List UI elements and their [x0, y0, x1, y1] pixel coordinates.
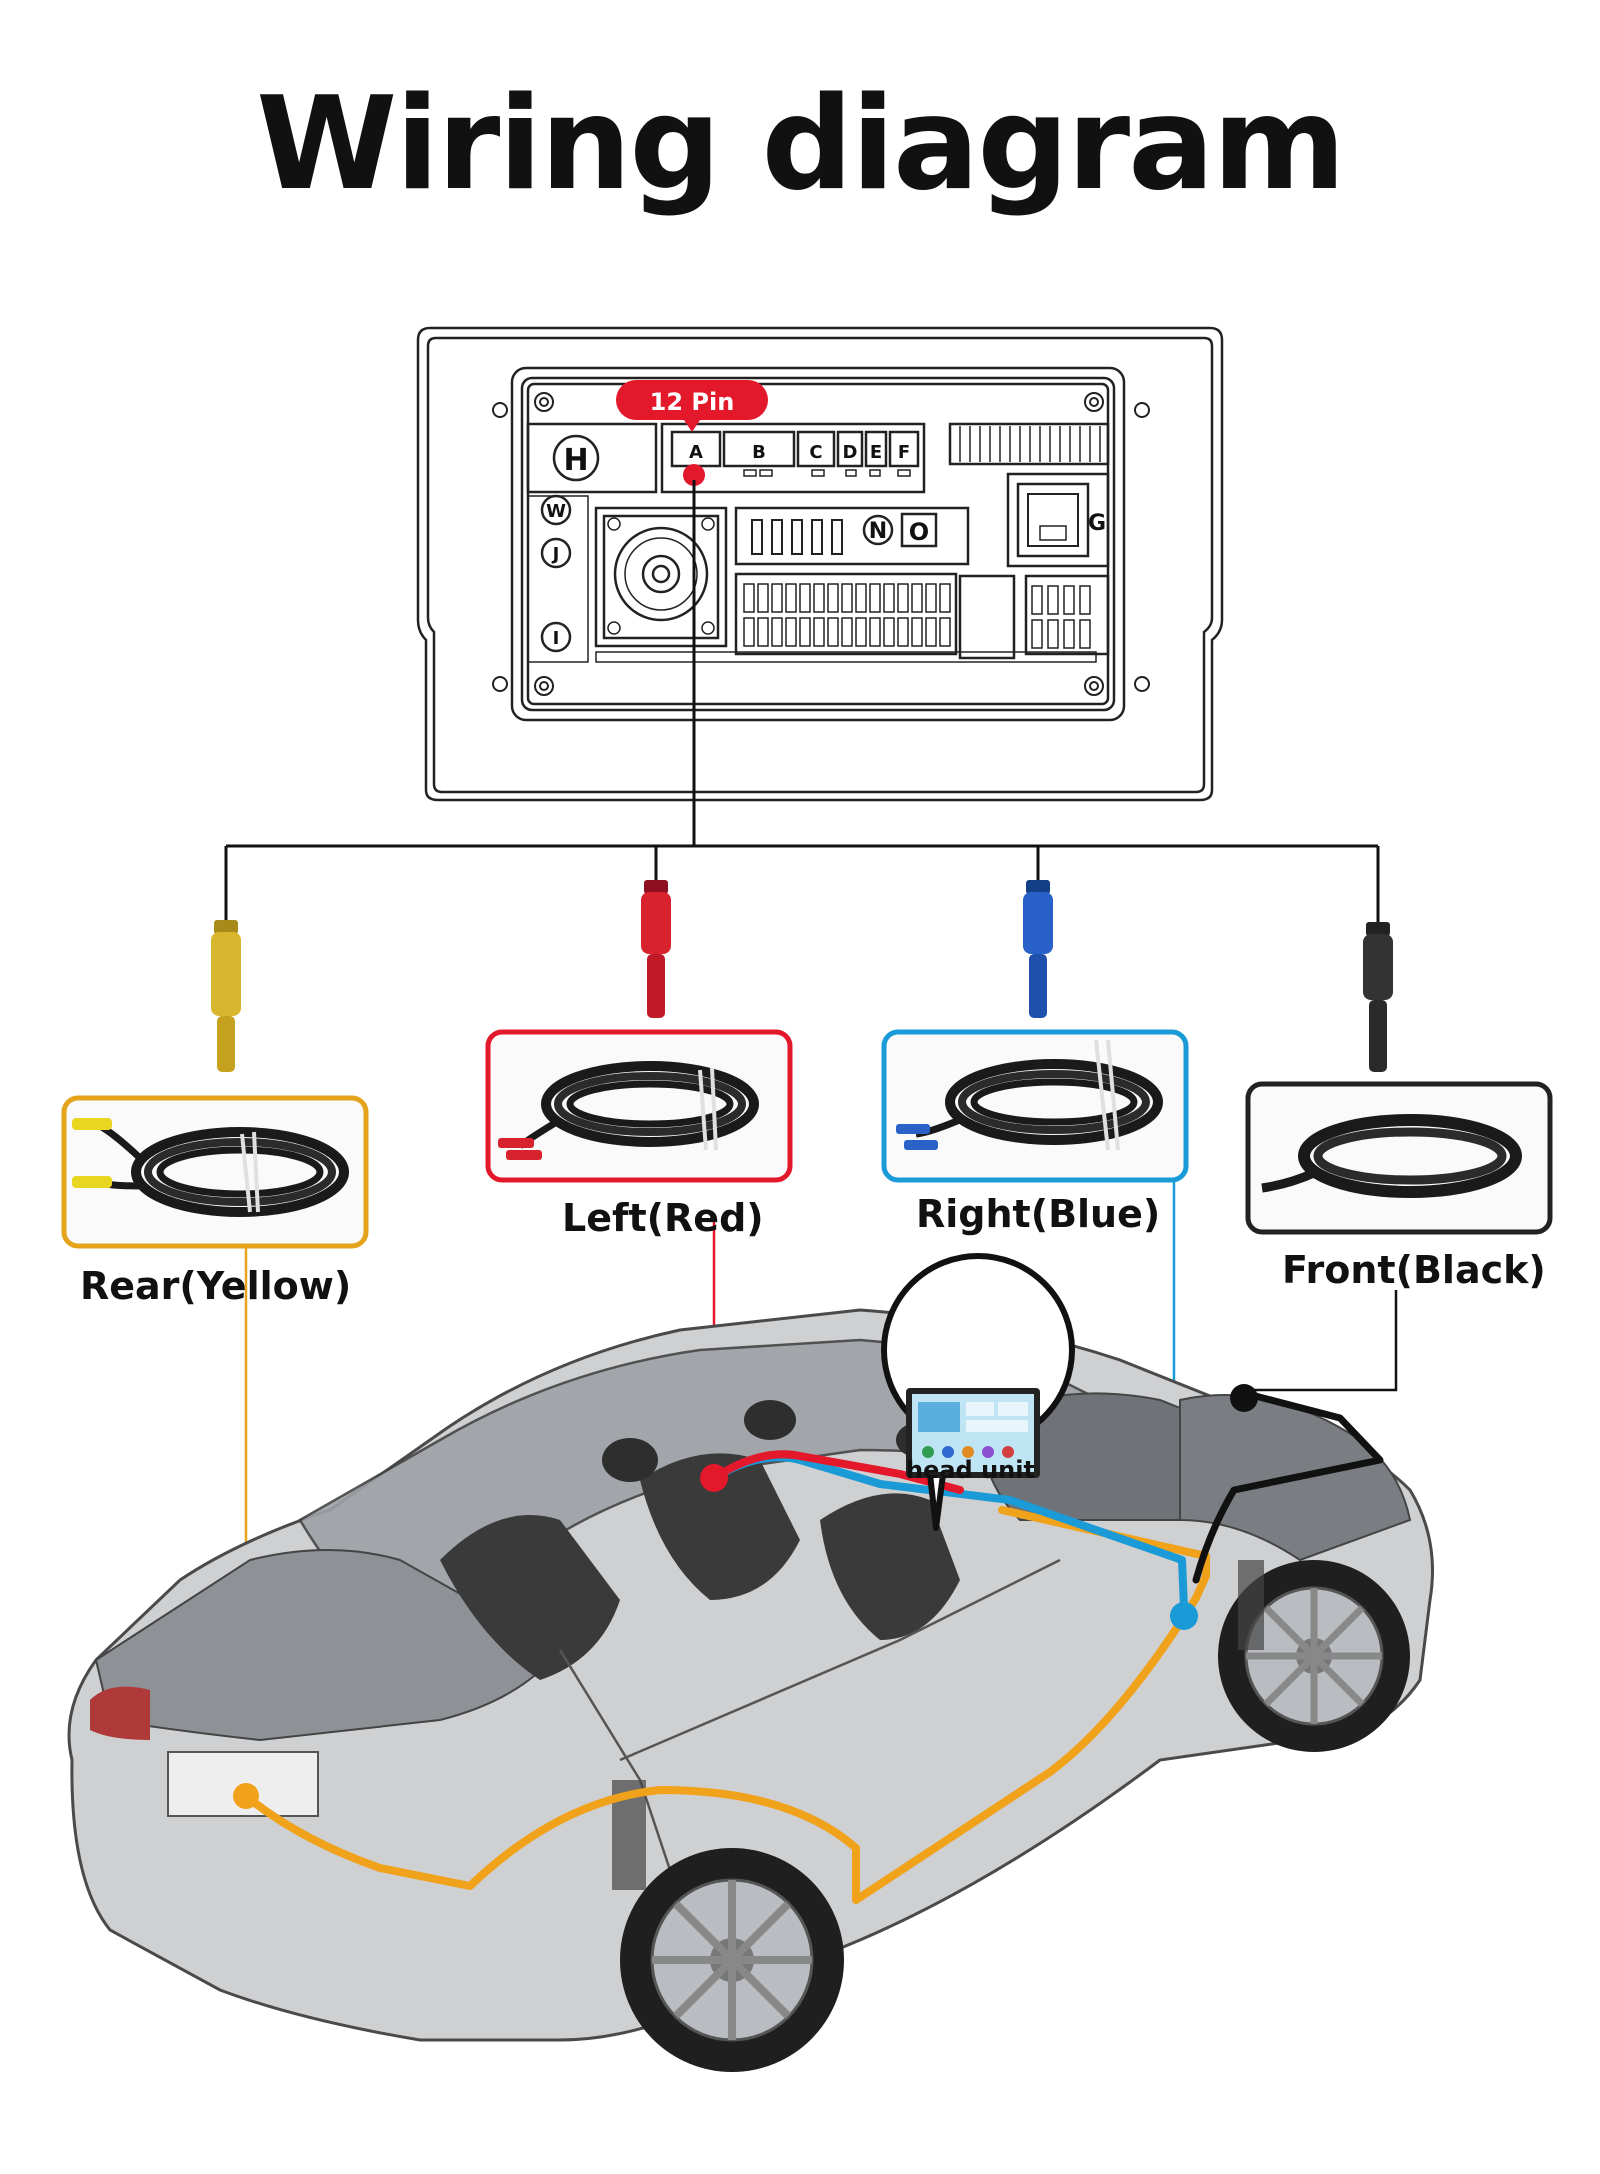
pin-badge-label: 12 Pin [650, 388, 735, 416]
panel-label-o: O [909, 518, 929, 546]
rear-camera-point [233, 1783, 259, 1809]
port-label-a: A [689, 442, 703, 463]
panel-label-n: N [869, 519, 887, 544]
panel-label-w: W [546, 501, 566, 522]
pin-badge: 12 Pin [616, 380, 768, 432]
rca-plug-left [641, 880, 671, 1018]
port-label-c: C [809, 442, 822, 463]
port-label-d: D [843, 442, 858, 463]
camera-label-front: Front(Black) [1282, 1248, 1546, 1292]
right-camera-point [1170, 1602, 1198, 1630]
panel-label-g: G [1088, 511, 1106, 536]
camera-label-rear: Rear(Yellow) [80, 1264, 352, 1308]
port-a-point [683, 464, 705, 486]
port-label-f: F [898, 442, 910, 463]
left-camera-point [700, 1464, 728, 1492]
port-label-e: E [870, 442, 882, 463]
port-label-b: B [752, 442, 766, 463]
cable-box-right [881, 1029, 1189, 1183]
cable-box-rear [61, 1095, 369, 1249]
rca-plug-rear [211, 920, 241, 1072]
routed-wires [242, 1388, 1384, 1904]
rca-plug-right [1023, 880, 1053, 1018]
camera-label-right: Right(Blue) [916, 1192, 1161, 1236]
head-unit-bubble [881, 1253, 1076, 1531]
panel-label-j: J [551, 544, 560, 565]
camera-label-left: Left(Red) [562, 1196, 764, 1240]
front-camera-point [1230, 1384, 1258, 1412]
cable-box-left [485, 1029, 793, 1183]
rca-plug-front [1363, 922, 1393, 1072]
panel-label-i: I [553, 628, 560, 649]
head-unit-screen-icon [906, 1388, 1040, 1478]
car-illustration [67, 1308, 1434, 2072]
head-unit-panel [416, 326, 1224, 802]
panel-letters: A B C D E F H W J I N O G [546, 442, 1106, 649]
panel-label-h: H [563, 443, 588, 478]
head-unit-bubble-label: head unit [906, 1456, 1035, 1484]
cable-box-front [1245, 1081, 1553, 1235]
page-title: Wiring diagram [256, 70, 1346, 219]
